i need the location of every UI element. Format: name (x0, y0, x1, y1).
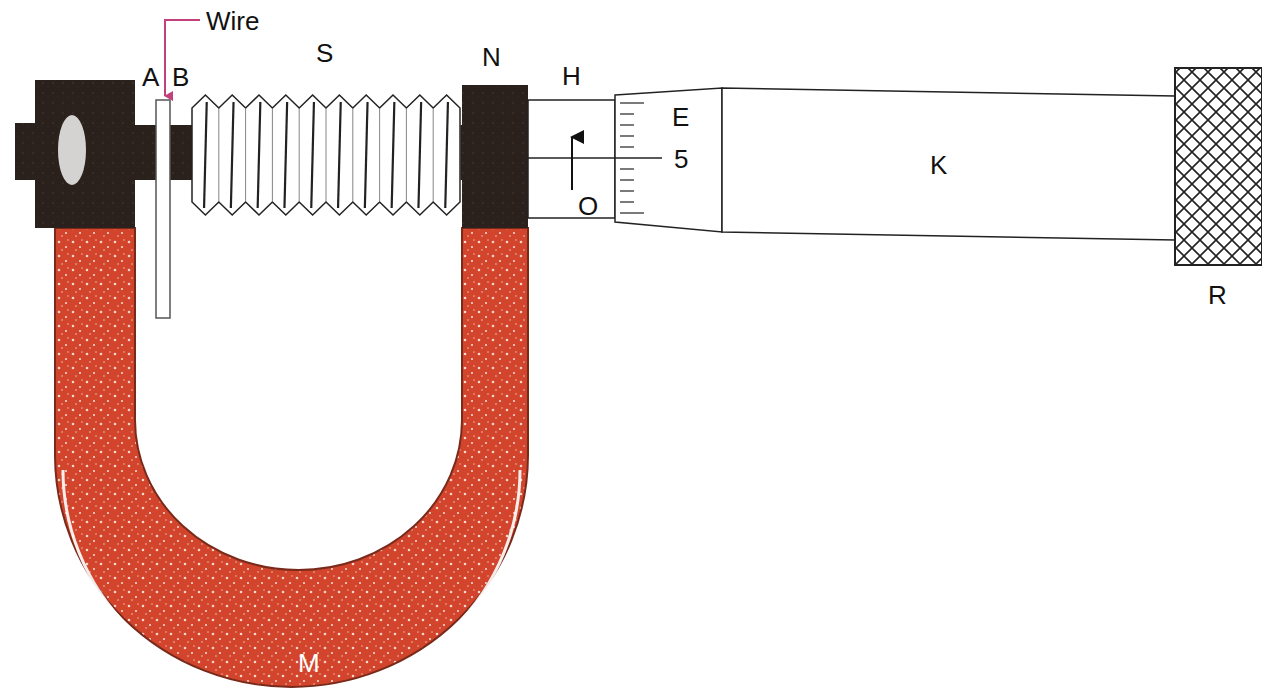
scale-tick (620, 201, 634, 202)
scale-tick (620, 146, 634, 147)
direction-arrow (571, 137, 573, 190)
wire-leader (165, 20, 200, 96)
scale-tick (620, 124, 634, 125)
scale-tick (620, 179, 634, 180)
thread-line (258, 102, 261, 208)
leader-label: Wire (206, 8, 259, 34)
thread-line (338, 102, 341, 208)
scale-tick (620, 102, 644, 103)
u-frame (55, 228, 528, 687)
block-highlight (58, 115, 86, 185)
thread-line (284, 102, 287, 208)
wire (156, 100, 170, 318)
thread-line (445, 102, 448, 208)
thread-outline (192, 95, 460, 215)
thread-edge (326, 108, 327, 202)
scale-tick (620, 212, 644, 213)
scale-tick (620, 168, 634, 169)
thread-edge (352, 108, 353, 202)
thread-edge (460, 108, 461, 202)
part-label: K (930, 152, 947, 178)
scale-number: 5 (674, 146, 688, 172)
scale-tick (620, 190, 634, 191)
thread-edge (379, 108, 380, 202)
part-label: H (562, 63, 581, 89)
part-label: N (482, 44, 501, 70)
thread-line (311, 102, 314, 208)
thread-edge (245, 108, 246, 202)
part-label: B (172, 64, 189, 90)
thread-edge (406, 108, 407, 202)
thread-line (204, 102, 207, 208)
thread-edge (299, 108, 300, 202)
thread-line (231, 102, 234, 208)
thread-line (365, 102, 368, 208)
part-label: R (1208, 282, 1227, 308)
thread-edge (433, 108, 434, 202)
scale-tick (620, 113, 634, 114)
part-label: O (578, 193, 598, 219)
part-label: M (298, 650, 320, 676)
screw-thread (192, 95, 460, 215)
anvil-block (35, 80, 135, 228)
thread-edge (218, 108, 219, 202)
thimble-barrel (722, 88, 1175, 240)
scale-zero-line (615, 157, 662, 159)
sleeve (528, 100, 615, 218)
thread-edge (272, 108, 273, 202)
thread-line (392, 102, 395, 208)
thimble (615, 88, 722, 232)
nut-block (462, 85, 528, 228)
scale-tick (620, 135, 634, 136)
thread-line (418, 102, 421, 208)
frame-highlight (63, 470, 520, 694)
ratchet-knob (1175, 68, 1262, 265)
part-label: E (672, 104, 689, 130)
part-label: A (142, 64, 159, 90)
part-label: S (316, 40, 333, 66)
